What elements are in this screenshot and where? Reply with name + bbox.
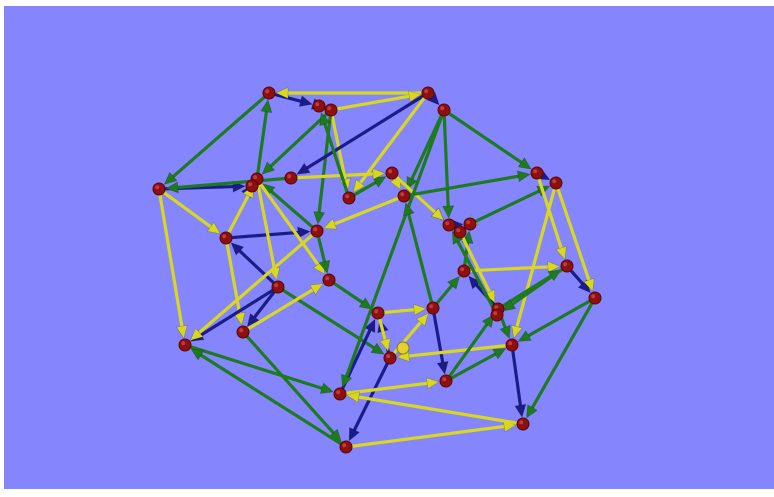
graph-node[interactable] (422, 87, 434, 99)
graph-node[interactable] (506, 339, 518, 351)
graph-node[interactable] (386, 167, 398, 179)
node-highlight (493, 311, 497, 315)
node-highlight (456, 228, 460, 232)
graph-node[interactable] (458, 265, 470, 277)
node-highlight (287, 174, 291, 178)
graph-node[interactable] (179, 339, 191, 351)
node-highlight (265, 89, 269, 93)
graph-node[interactable] (454, 226, 466, 238)
node-highlight (336, 390, 340, 394)
graph-node[interactable] (372, 307, 384, 319)
node-highlight (442, 377, 446, 381)
graph-node[interactable] (589, 292, 601, 304)
graph-node[interactable] (491, 309, 503, 321)
node-highlight (325, 276, 329, 280)
node-highlight (345, 194, 349, 198)
node-highlight (591, 294, 595, 298)
node-highlight (519, 420, 523, 424)
graph-node[interactable] (220, 232, 232, 244)
graph-node[interactable] (561, 260, 573, 272)
node-highlight (274, 283, 278, 287)
graph-node[interactable] (237, 326, 249, 338)
graph-node[interactable] (246, 180, 258, 192)
graph-node[interactable] (272, 281, 284, 293)
graph-node[interactable] (285, 172, 297, 184)
graph-node[interactable] (438, 104, 450, 116)
node-highlight (248, 182, 252, 186)
viewport-background (4, 6, 774, 489)
node-highlight (313, 227, 317, 231)
graph-node[interactable] (153, 183, 165, 195)
graph-node[interactable] (263, 87, 275, 99)
node-highlight (429, 304, 433, 308)
node-highlight (253, 175, 257, 179)
graph-node[interactable] (313, 100, 325, 112)
graph-node[interactable] (531, 167, 543, 179)
graph-canvas[interactable] (4, 6, 774, 489)
node-highlight (424, 89, 428, 93)
graph-node[interactable] (464, 218, 476, 230)
selected-node[interactable] (397, 342, 409, 354)
graph-node[interactable] (550, 177, 562, 189)
graph-node[interactable] (427, 302, 439, 314)
graph-node[interactable] (325, 104, 337, 116)
node-highlight (181, 341, 185, 345)
node-highlight (440, 106, 444, 110)
graph-node[interactable] (343, 192, 355, 204)
graph-node[interactable] (323, 274, 335, 286)
node-highlight (508, 341, 512, 345)
node-highlight (460, 267, 464, 271)
node-highlight (374, 309, 378, 313)
graph-node[interactable] (384, 352, 396, 364)
graph-node[interactable] (440, 375, 452, 387)
node-highlight (445, 221, 449, 225)
graph-node[interactable] (443, 219, 455, 231)
graph-node[interactable] (334, 388, 346, 400)
node-highlight (388, 169, 392, 173)
3d-viewport[interactable] (4, 6, 774, 489)
graph-node[interactable] (517, 418, 529, 430)
node-highlight (327, 106, 331, 110)
node-highlight (533, 169, 537, 173)
node-highlight (155, 185, 159, 189)
node-highlight (400, 192, 404, 196)
node-highlight (386, 354, 390, 358)
node-highlight (315, 102, 319, 106)
node-highlight (552, 179, 556, 183)
node-highlight (239, 328, 243, 332)
graph-node[interactable] (398, 190, 410, 202)
graph-node[interactable] (340, 441, 352, 453)
node-highlight (563, 262, 567, 266)
node-highlight (222, 234, 226, 238)
graph-node[interactable] (311, 225, 323, 237)
node-highlight (342, 443, 346, 447)
node-highlight (466, 220, 470, 224)
